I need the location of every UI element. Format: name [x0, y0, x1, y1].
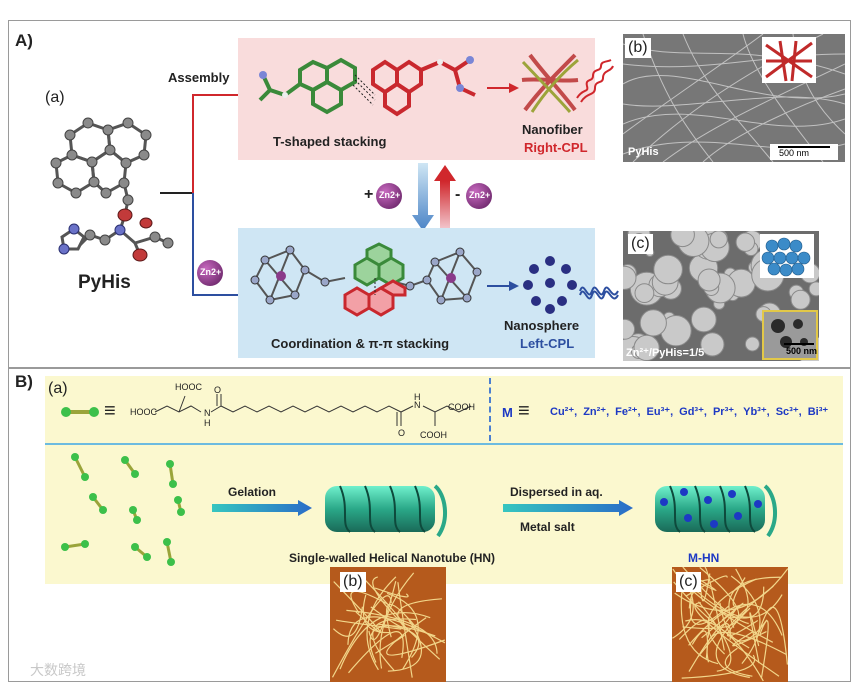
panel-a-sub-a: (a)	[45, 89, 65, 106]
right-cpl-label: Right-CPL	[524, 140, 588, 155]
molecule-name: PyHis	[78, 272, 131, 293]
zn-badge-plus-text: Zn2+	[379, 190, 401, 200]
metal-salt-label: Metal salt	[520, 520, 575, 534]
sem-b-scalebar: 500 nm	[770, 144, 838, 160]
coordination-label: Coordination & π-π stacking	[271, 336, 450, 351]
afm-b-sublabel: (b)	[340, 572, 366, 592]
chem-o-right: O	[398, 428, 406, 438]
blue-arrow-to-sphere	[487, 281, 519, 291]
chem-cooh-bottom: COOH	[420, 430, 447, 440]
zn-ion-badge-left	[197, 260, 223, 286]
red-arrow-to-fiber	[487, 83, 519, 93]
sem-c-scale-text: 500 nm	[786, 346, 818, 356]
panel-b-label: B)	[15, 372, 33, 391]
metal-ion-list: Cu²⁺, Zn²⁺, Fe²⁺, Eu³⁺, Gd³⁺, Pr³⁺, Yb³⁺…	[550, 405, 828, 418]
zn-badge-minus-text: Zn2+	[469, 190, 491, 200]
ion-item: Zn²⁺,	[583, 406, 610, 418]
chem-h-right: H	[414, 392, 421, 402]
band-vertical-divider	[489, 378, 491, 441]
afm-c-sublabel: (c)	[676, 572, 701, 592]
sem-b-sublabel: (b)	[625, 38, 651, 58]
sem-b-caption: PyHis	[628, 146, 659, 158]
left-cpl-label: Left-CPL	[520, 336, 575, 351]
sem-c-sublabel: (c)	[628, 234, 653, 254]
equiv-sign-left: ≡	[104, 400, 116, 422]
ion-item: Cu²⁺,	[550, 406, 578, 418]
nanosphere-inset-zoom	[762, 310, 818, 360]
pyhis-molecule-model	[50, 117, 174, 262]
nanosphere-inset-blue	[760, 234, 814, 278]
ion-item: Bi³⁺	[807, 406, 829, 418]
sem-b-scale-text: 500 nm	[779, 148, 810, 158]
band-divider	[45, 443, 843, 445]
t-shaped-model	[258, 56, 476, 117]
chem-o-left: O	[214, 385, 222, 395]
panel-a-label: A)	[15, 31, 33, 50]
chem-h-left: H	[204, 418, 211, 428]
scattered-linkers	[61, 453, 185, 566]
chem-n-left: N	[204, 408, 211, 418]
assembly-label: Assembly	[168, 70, 230, 85]
ion-item: Fe²⁺,	[615, 406, 641, 418]
hn-caption: Single-walled Helical Nanotube (HN)	[289, 551, 496, 565]
zn-ion-badge-plus	[376, 183, 402, 209]
gelation-label: Gelation	[228, 485, 277, 499]
watermark: 大数跨境	[30, 662, 86, 678]
left-cpl-spiral	[579, 286, 619, 300]
sem-c-caption: Zn²⁺/PyHis=1/5	[626, 347, 705, 359]
ion-item: Gd³⁺,	[679, 406, 707, 418]
m-label: M	[502, 405, 513, 420]
mhn-caption: M-HN	[688, 551, 720, 565]
ion-item: Sc³⁺,	[775, 406, 802, 418]
panel-a	[8, 20, 851, 368]
metal-helical-nanotube	[655, 484, 777, 538]
nanosphere-model	[523, 256, 577, 314]
panel-b-sub-a: (a)	[48, 380, 68, 397]
ion-item: Yb³⁺,	[743, 406, 770, 418]
gelation-arrow	[212, 500, 312, 516]
nanofiber-inset	[762, 37, 816, 83]
updown-arrows	[412, 163, 456, 231]
chem-cooh-top: COOH	[448, 402, 475, 412]
ion-item: Pr³⁺,	[712, 406, 738, 418]
linker-icon	[61, 407, 99, 417]
plus-sign: +	[364, 186, 374, 203]
minus-sign: -	[455, 186, 461, 203]
t-shaped-label: T-shaped stacking	[273, 134, 387, 149]
coordination-model	[250, 242, 482, 317]
helical-nanotube	[325, 484, 447, 538]
sem-c-scalebar	[784, 343, 814, 345]
nanofiber-model	[521, 53, 579, 113]
chem-hooc-left: HOOC	[130, 407, 157, 417]
equiv-sign-right: ≡	[518, 400, 530, 422]
dispersed-label: Dispersed in aq.	[510, 485, 603, 499]
nanofiber-label: Nanofiber	[522, 122, 583, 137]
right-cpl-spiral	[576, 59, 614, 103]
chemical-structure	[154, 394, 472, 426]
chem-n-right: N	[414, 400, 421, 410]
nanosphere-label: Nanosphere	[504, 318, 580, 333]
ion-item: Eu³⁺,	[646, 406, 674, 418]
sem-image-nanosphere	[623, 231, 819, 361]
zn-ion-badge-minus	[466, 183, 492, 209]
yellow-band	[45, 376, 843, 584]
zn-badge-left-text: Zn2+	[200, 267, 222, 277]
dispersed-arrow	[503, 500, 633, 516]
chem-hooc-top: HOOC	[175, 382, 202, 392]
